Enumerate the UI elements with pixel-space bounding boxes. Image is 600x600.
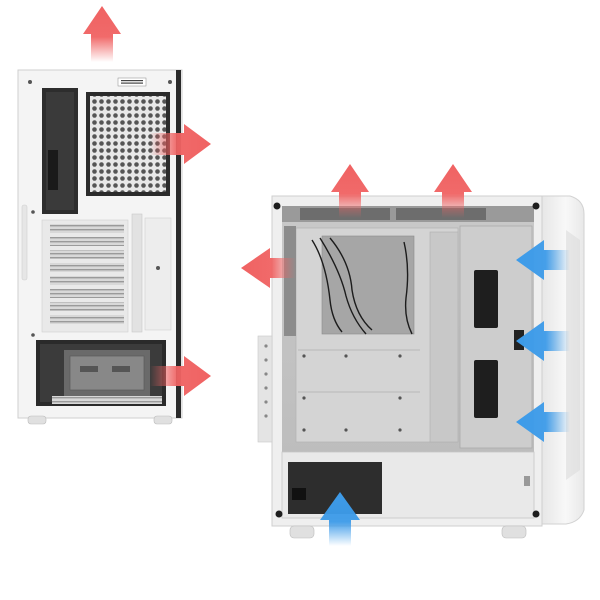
screw [273, 202, 281, 210]
standoff [302, 428, 306, 432]
cable-grommet-upper [474, 270, 498, 328]
case-rear-view [17, 69, 183, 425]
slot-screws [264, 344, 268, 418]
expansion-slot-cover [50, 315, 124, 324]
cpu-backplate-cutout [321, 235, 415, 335]
screw [156, 266, 160, 270]
sticker-line [121, 80, 143, 82]
screw [264, 400, 268, 404]
screw [264, 386, 268, 390]
top-fan-2 [396, 208, 486, 220]
screw [264, 358, 268, 362]
standoff [398, 428, 402, 432]
intake-arrow-front-2 [516, 321, 570, 361]
intake-arrow-psu-bottom [320, 492, 360, 546]
psu-bracket-slot [80, 366, 98, 372]
screw [31, 210, 35, 214]
screw [264, 414, 268, 418]
expansion-slot-cover [50, 224, 124, 233]
standoff [302, 396, 306, 400]
side-foot-left [289, 525, 315, 539]
corner-screws [273, 202, 540, 518]
exhaust-arrow-psu [150, 356, 211, 396]
exhaust-arrow-top-fan-1 [331, 164, 369, 218]
standoff [344, 428, 348, 432]
vertical-slot-bracket [131, 213, 143, 333]
psu-bracket-slot [112, 366, 130, 372]
tray-lines [298, 349, 420, 393]
cable [403, 241, 413, 335]
exhaust-arrow-top-fan-2 [434, 164, 472, 218]
airflow-arrows [83, 6, 570, 546]
rear-foot-right [153, 415, 173, 425]
case-interior-side-view [257, 195, 585, 539]
expansion-slots [50, 224, 124, 324]
expansion-slot-cover [50, 263, 124, 272]
psu-bottom-vent [52, 396, 162, 404]
standoff [344, 354, 348, 358]
screw [168, 80, 172, 84]
rear-io-edge [284, 226, 296, 336]
expansion-slot-cover [50, 237, 124, 246]
expansion-slot-cover [50, 276, 124, 285]
standoff [398, 396, 402, 400]
cables [311, 237, 413, 335]
cable-management-column [429, 231, 459, 443]
rear-side-bracket [144, 217, 172, 331]
rear-foot-left [27, 415, 47, 425]
intake-arrow-front-3 [516, 402, 570, 442]
rear-side-handle [21, 204, 28, 281]
exhaust-arrow-rear [241, 248, 296, 288]
cable [311, 239, 343, 333]
rear-panel-edge [176, 70, 181, 418]
cable [319, 237, 367, 335]
exhaust-arrow-rear-fan [150, 124, 211, 164]
shroud-latch [524, 476, 530, 486]
screw [31, 333, 35, 337]
expansion-slot-cover [50, 250, 124, 259]
psu-bracket-plate [69, 355, 145, 391]
intake-arrow-front-1 [516, 240, 570, 280]
screw [264, 344, 268, 348]
screw [275, 510, 283, 518]
screw [28, 80, 32, 84]
screw [264, 372, 268, 376]
screw [532, 510, 540, 518]
side-foot-right [501, 525, 527, 539]
standoff [398, 354, 402, 358]
psu-connector [292, 488, 306, 500]
cable [329, 237, 373, 331]
standoff [302, 354, 306, 358]
sticker-line [121, 82, 143, 84]
expansion-slot-cover [50, 289, 124, 298]
standoffs [302, 354, 402, 432]
screw [532, 202, 540, 210]
rear-label-sticker [117, 77, 147, 87]
expansion-slot-cover [50, 302, 124, 311]
io-port-area [48, 150, 58, 190]
cable-grommet-lower [474, 360, 498, 418]
exhaust-arrow-top [83, 6, 121, 62]
